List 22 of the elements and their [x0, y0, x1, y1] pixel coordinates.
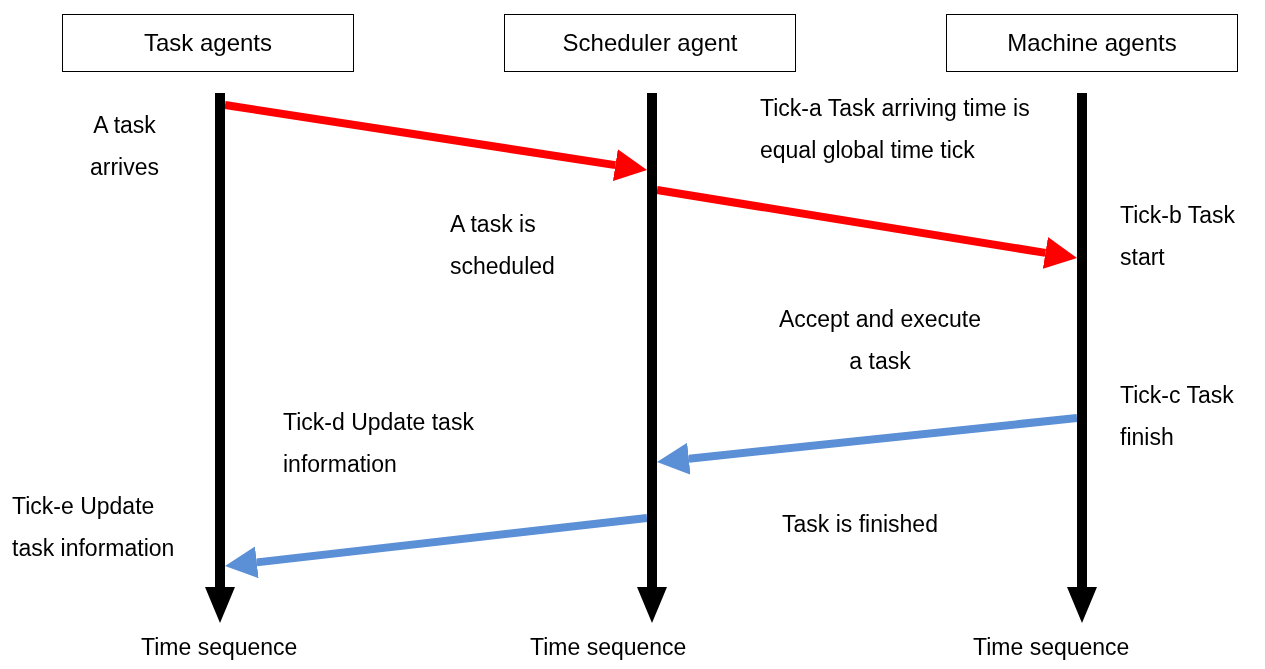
- annotation-text: Tick-a Task arriving time is equal global time tick: [760, 94, 1031, 165]
- annotation-text: Tick-b Task start: [1120, 201, 1237, 272]
- axis-label: Time sequence: [141, 633, 298, 662]
- annotation-text: Tick-e Update task information: [12, 492, 176, 563]
- message-arrow: [224, 101, 647, 181]
- actor-box: Machine agents: [946, 14, 1238, 72]
- annotation-text: Accept and execute a task: [778, 305, 982, 376]
- annotation-text: Task is finished: [782, 510, 939, 539]
- axis-label: Time sequence: [973, 633, 1130, 662]
- axis-label: Time sequence: [530, 633, 687, 662]
- actor-box: Task agents: [62, 14, 354, 72]
- lifeline-arrow: [205, 93, 235, 623]
- lifeline-arrow: [1067, 93, 1097, 623]
- lifeline-arrow: [637, 93, 667, 623]
- actor-box: Scheduler agent: [504, 14, 796, 72]
- annotation-text: A task is scheduled: [450, 210, 556, 281]
- annotation-text: Tick-c Task finish: [1120, 381, 1235, 452]
- message-arrow: [225, 514, 648, 579]
- message-arrow: [657, 414, 1078, 475]
- annotation-text: Tick-d Update task information: [283, 408, 475, 479]
- message-arrow: [656, 186, 1077, 269]
- annotation-text: A task arrives: [89, 111, 160, 182]
